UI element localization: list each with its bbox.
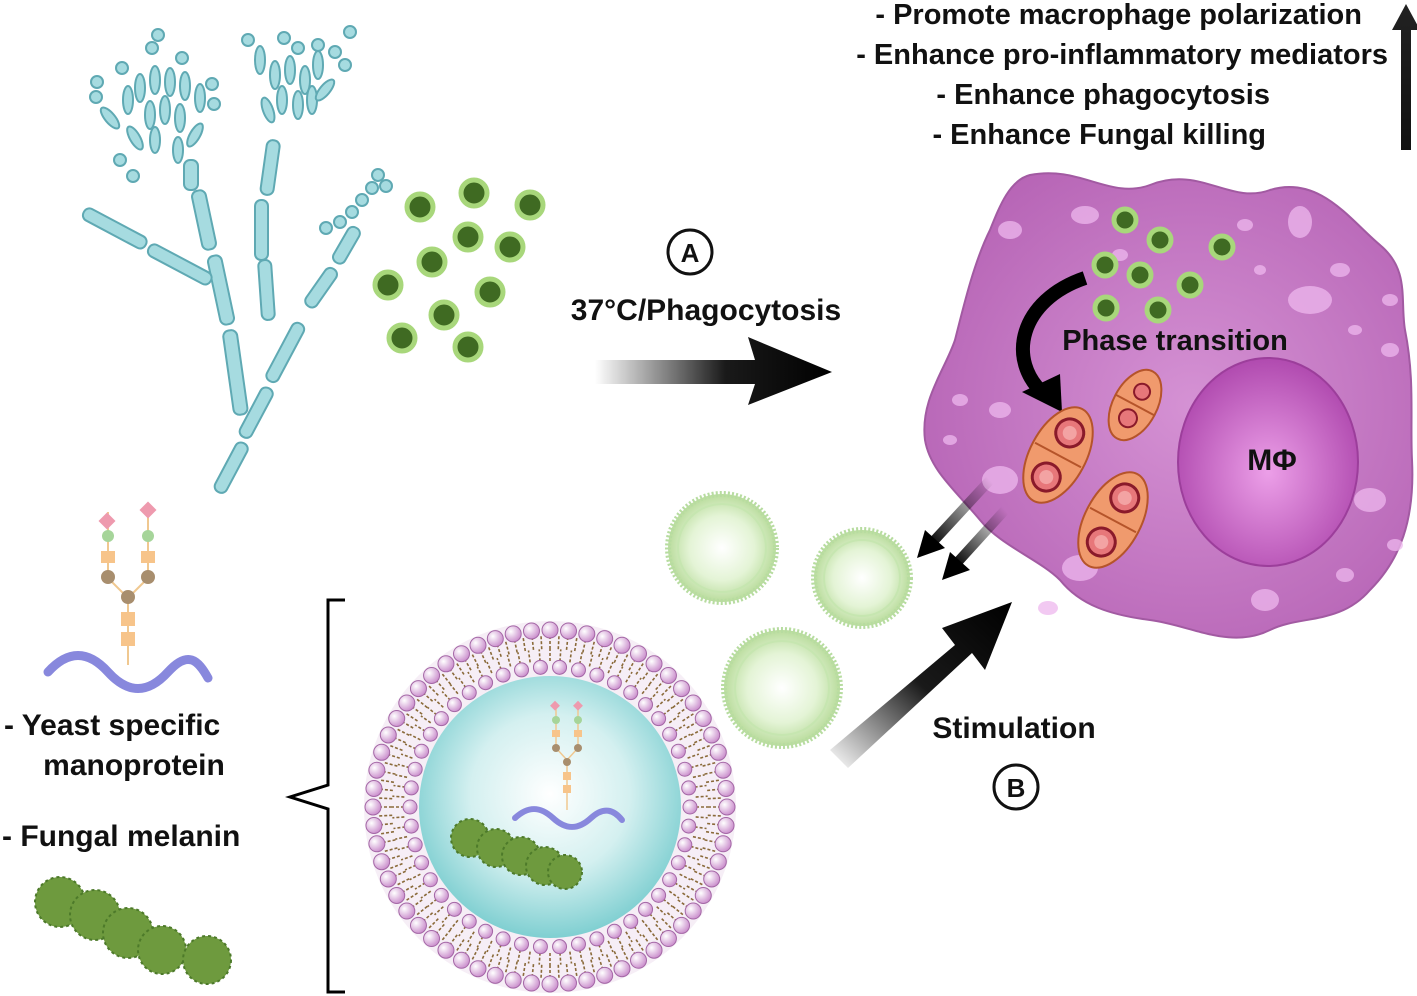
phase-transition-arrow: [1015, 271, 1088, 401]
step-a-label: 37°C/Phagocytosis: [571, 294, 841, 327]
lipid-bilayer-tails: [379, 636, 721, 978]
lipid-bilayer-heads: [364, 621, 736, 993]
phase-transition-arrowhead: [1022, 374, 1062, 412]
macrophage-nucleus: [1177, 357, 1359, 567]
internalized-conidia: [1091, 206, 1236, 324]
manoprotein-icon: [43, 501, 213, 693]
step-a-marker-circle: [666, 228, 714, 276]
step-b-marker: B: [1007, 773, 1026, 803]
step-b-label: Stimulation: [932, 712, 1095, 745]
step-a-arrow: [595, 337, 832, 405]
manoprotein-label-line2: manoprotein: [43, 749, 225, 782]
step-b-group: Stimulation B: [830, 602, 1096, 811]
macrophage-icon: MΦ Phase transition: [923, 172, 1414, 639]
macrophage-label: MΦ: [1247, 444, 1297, 477]
vesicle-lumen: [419, 676, 681, 938]
step-b-arrow: [830, 602, 1012, 768]
cargo-bracket: [285, 598, 345, 994]
effects-list: - Promote macrophage polarization - Enha…: [856, 0, 1388, 151]
effect-item: - Enhance Fungal killing: [932, 119, 1266, 151]
melanin-icon: [34, 876, 232, 985]
manoprotein-label-line1: - Yeast specific: [4, 709, 220, 742]
yeast-cells: [1022, 368, 1163, 569]
effect-item: - Enhance pro-inflammatory mediators: [856, 39, 1388, 71]
vesicle-cross-section: [364, 621, 736, 993]
cargo-manoprotein: [512, 700, 625, 830]
step-b-marker-circle: [992, 763, 1040, 811]
conidia-icon: [372, 177, 546, 363]
effect-item: - Promote macrophage polarization: [875, 0, 1362, 31]
phase-transition-label: Phase transition: [1062, 325, 1288, 357]
vesicle-release-arrows: [917, 476, 1009, 580]
fungus-spore-chains: [89, 25, 393, 235]
fungus-hyphae-icon: [81, 45, 361, 494]
effect-item: - Enhance phagocytosis: [936, 79, 1270, 111]
increase-arrow-icon: [1392, 4, 1417, 150]
step-a-group: A 37°C/Phagocytosis: [571, 228, 841, 405]
melanin-label: - Fungal melanin: [2, 820, 240, 853]
step-a-marker: A: [681, 238, 700, 268]
macrophage-vacuoles: [943, 206, 1403, 615]
extracellular-vesicle-icon: [665, 491, 913, 749]
cargo-melanin: [450, 818, 583, 890]
